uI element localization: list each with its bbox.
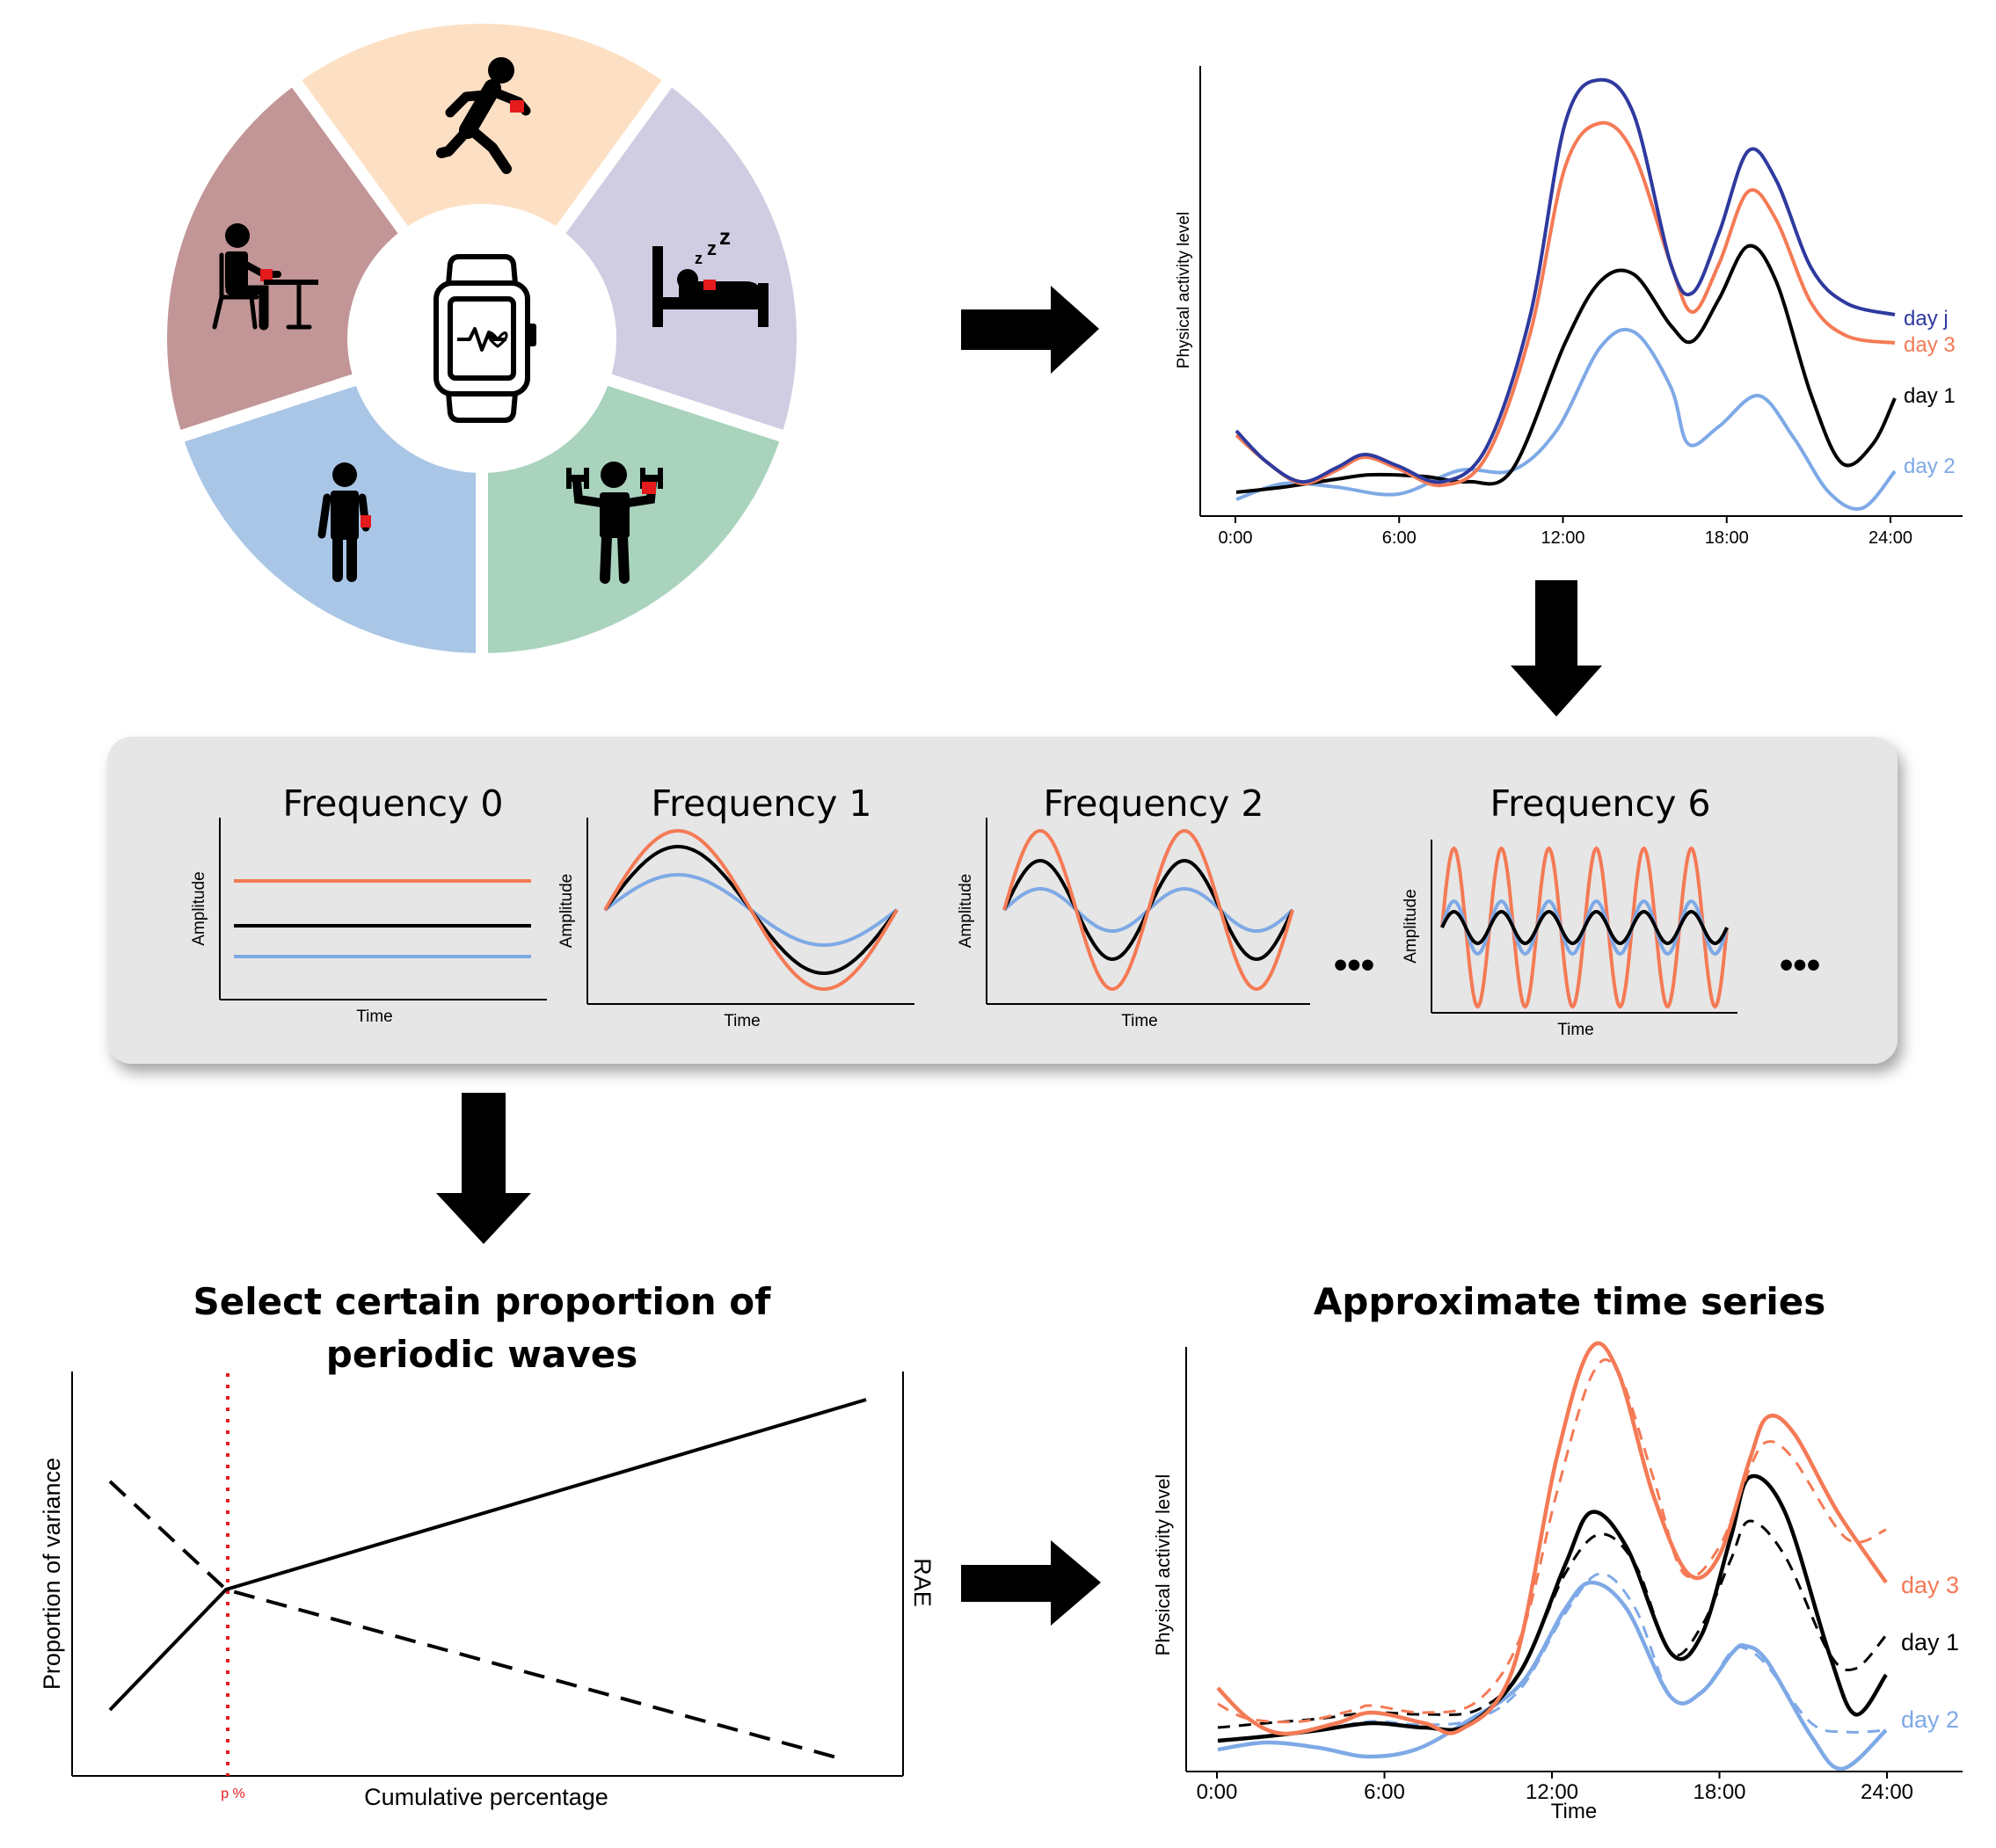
weightlifting-person-icon: [566, 462, 663, 584]
x-tick-label: 18:00: [1693, 1780, 1745, 1804]
x-tick-label: 24:00: [1861, 1780, 1913, 1804]
x-tick-label: 12:00: [1526, 1780, 1578, 1804]
standing-person-icon: [317, 462, 371, 582]
y-axis-label: Amplitude: [557, 874, 576, 949]
y-axis-label-left: Proportion of variance: [39, 1458, 65, 1690]
y-axis-label: Physical activity level: [1175, 212, 1193, 368]
svg-text:z: z: [719, 223, 731, 250]
svg-text:z: z: [707, 237, 717, 259]
sitting-person-icon: [212, 223, 318, 331]
arrow-down-icon: [1511, 580, 1602, 717]
y-axis-label: Amplitude: [1402, 889, 1420, 964]
sleeping-person-icon: z z z: [652, 223, 769, 327]
x-axis-label: Time: [1551, 1800, 1597, 1823]
x-axis-label: Time: [724, 1012, 761, 1030]
series-label-day-3: day 3: [1904, 333, 1956, 357]
series-label-day-2: day 2: [1904, 455, 1956, 478]
arrow-right-icon: [961, 286, 1099, 374]
x-tick-label: 0:00: [1219, 528, 1253, 548]
wave-line: [1440, 909, 1729, 946]
subplot-title: Frequency 0: [283, 782, 504, 825]
x-axis-label: Time: [1557, 1021, 1594, 1039]
series-line-day-2: [1235, 327, 1897, 511]
arrow-right-icon: [961, 1540, 1101, 1626]
x-axis-label: Time: [356, 1008, 393, 1026]
series-label-day-3: day 3: [1901, 1572, 1959, 1598]
x-tick-label: 24:00: [1869, 528, 1912, 548]
y-axis-label: Amplitude: [190, 871, 208, 946]
series-label-day-2: day 2: [1901, 1706, 1959, 1733]
x-tick-label: 0:00: [1197, 1780, 1238, 1804]
ellipsis: •••: [1334, 943, 1374, 986]
series-line-day-j: [1235, 77, 1896, 484]
selection-title-line2: periodic waves: [326, 1333, 638, 1376]
y-axis-label: Physical activity level: [1152, 1474, 1174, 1656]
series-line-day-3-approx: [1217, 1358, 1887, 1724]
x-tick-label: 18:00: [1705, 528, 1749, 548]
wheel-segment-running: [284, 11, 680, 349]
subplot-title: Frequency 6: [1490, 782, 1711, 825]
x-axis-label: Time: [1121, 1012, 1158, 1030]
wave-line: [603, 829, 899, 991]
arrow-down-icon: [436, 1093, 531, 1244]
selection-chart: Select certain proportion of periodic wa…: [39, 1280, 936, 1810]
series-line-day-1: [1217, 1473, 1888, 1743]
ellipsis: •••: [1780, 943, 1820, 986]
series-label-day-1: day 1: [1904, 384, 1956, 408]
selection-title-line1: Select certain proportion of: [193, 1280, 772, 1323]
series-label-day-j: day j: [1904, 307, 1949, 331]
series-line-day-3: [1216, 1341, 1888, 1736]
series-line-day-3: [1235, 120, 1896, 488]
wave-line: [1002, 828, 1294, 992]
series-line-day-1: [1235, 244, 1897, 494]
threshold-marker: p %: [221, 1786, 245, 1801]
svg-text:z: z: [695, 250, 703, 267]
subplot-title: Frequency 2: [1044, 782, 1264, 825]
x-tick-label: 6:00: [1364, 1780, 1405, 1804]
y-axis-label-right: RAE: [909, 1558, 936, 1607]
smartwatch-icon: [433, 254, 536, 423]
frequency-panel-background: [107, 737, 1898, 1064]
x-axis-label: Cumulative percentage: [364, 1784, 608, 1810]
approx-title: Approximate time series: [1314, 1280, 1825, 1323]
proportion-variance-line: [108, 1398, 867, 1712]
rae-line: [108, 1480, 841, 1760]
y-axis-label: Amplitude: [957, 874, 975, 949]
running-person-icon: [436, 57, 531, 174]
top-activity-chart: 0:00 6:00 12:00 18:00 24:00 Physical activit…: [1175, 66, 1963, 548]
activity-wheel: z z z: [155, 11, 809, 666]
approx-activity-chart: Approximate time series 0:00 6:00 12:00 18:…: [1152, 1280, 1963, 1823]
series-line-day-2: [1217, 1580, 1888, 1772]
x-tick-label: 12:00: [1541, 528, 1584, 548]
x-tick-label: 6:00: [1382, 528, 1417, 548]
subplot-title: Frequency 1: [652, 782, 872, 825]
series-label-day-1: day 1: [1901, 1629, 1959, 1655]
